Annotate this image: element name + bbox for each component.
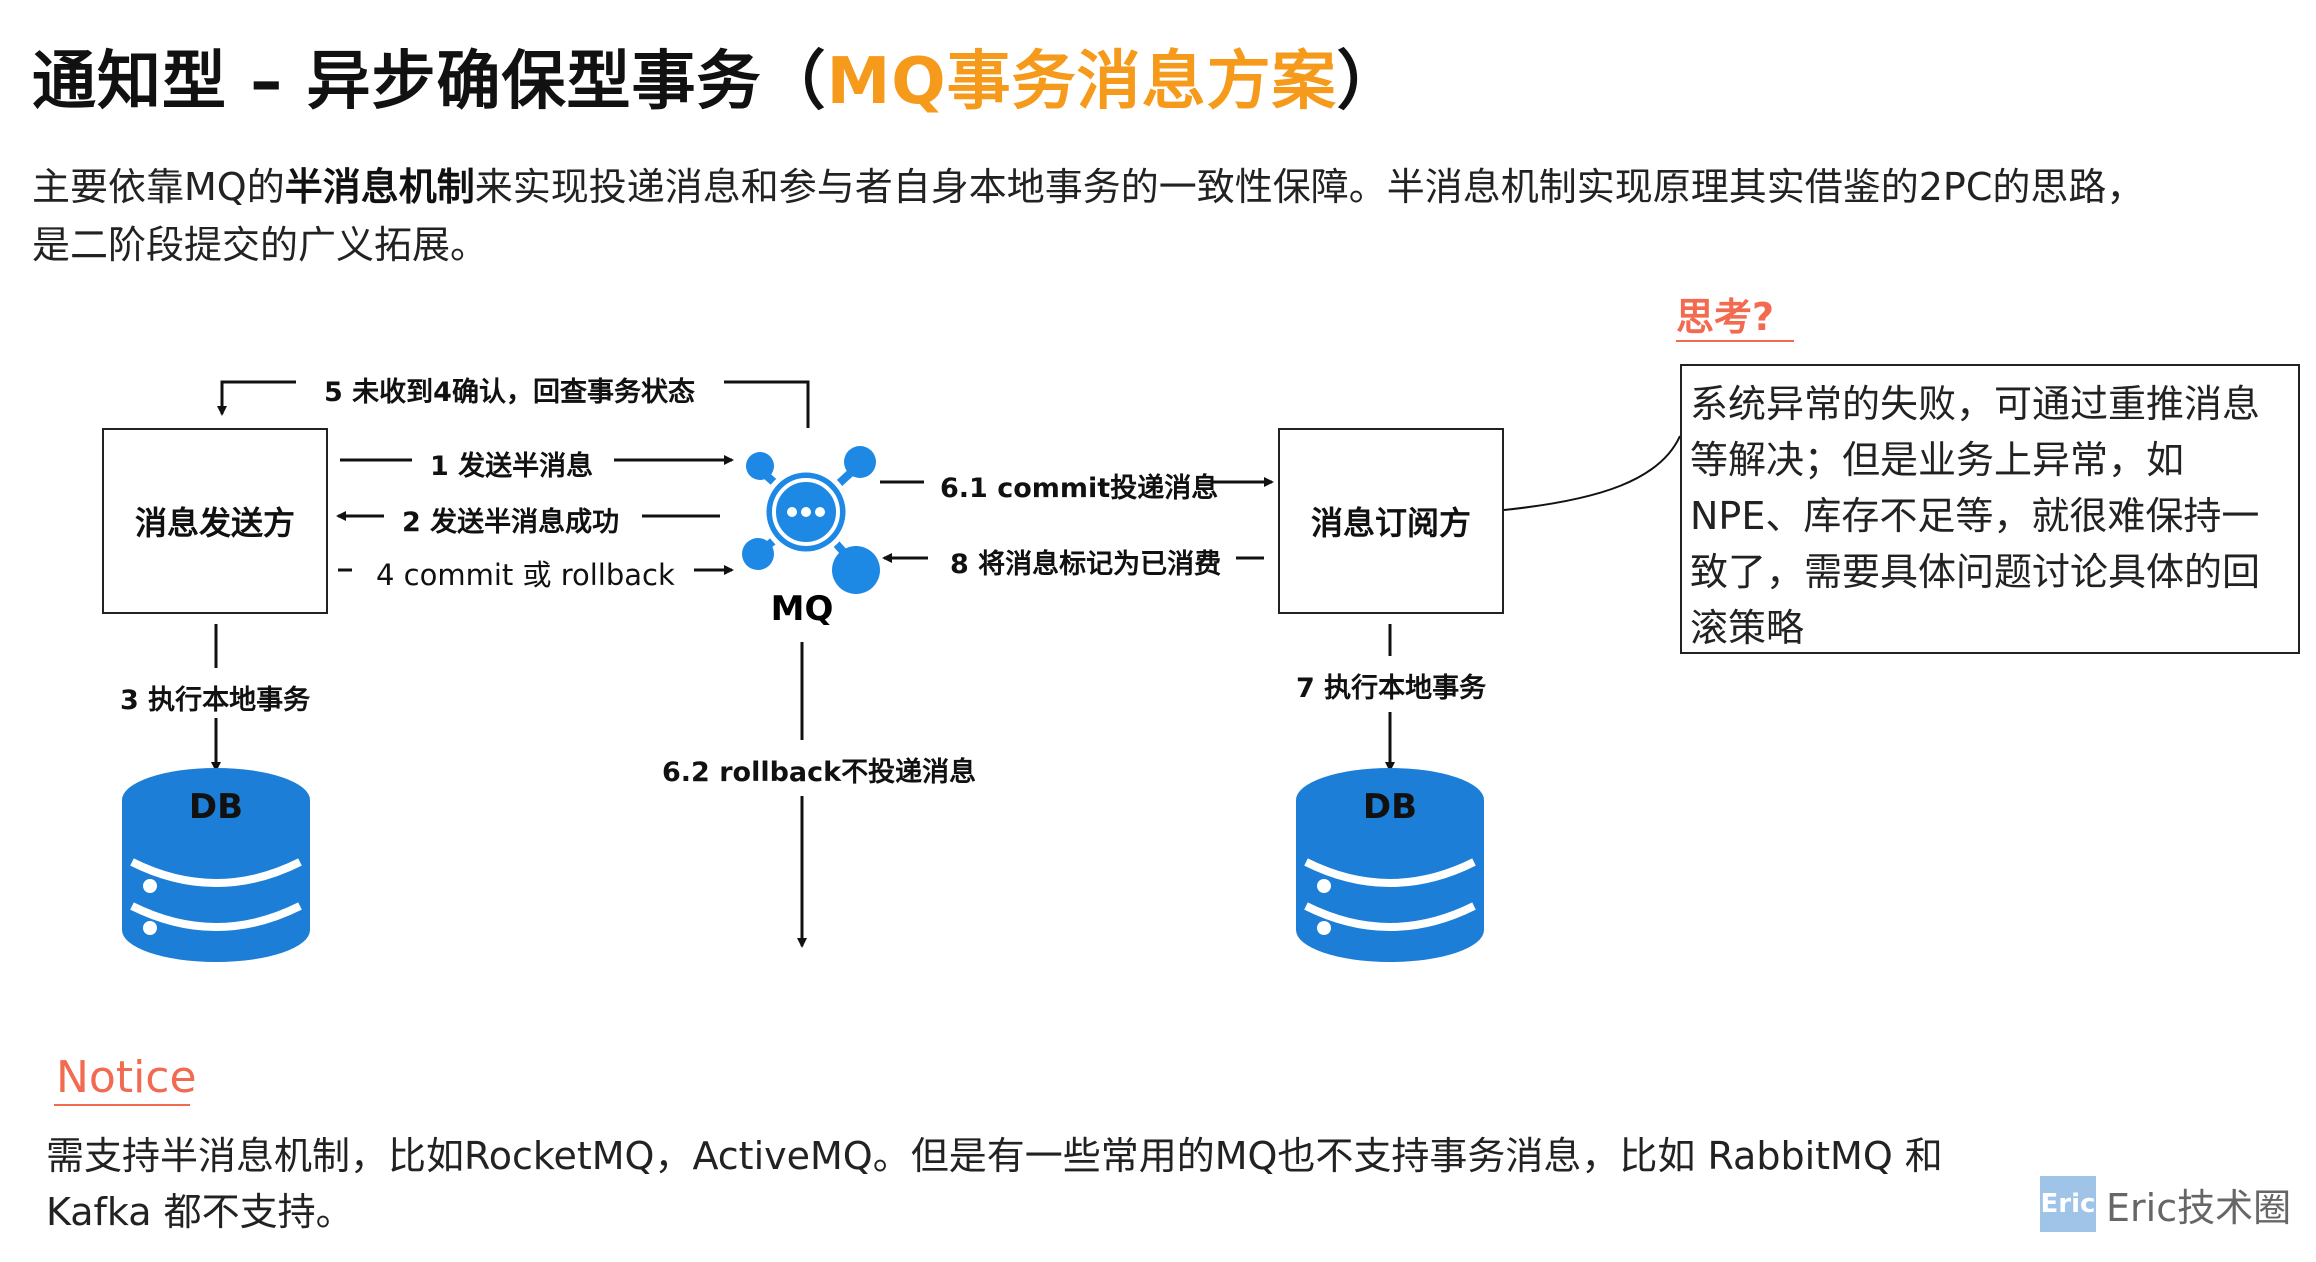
think-line: 系统异常的失败，可通过重推消息 bbox=[1690, 382, 2261, 426]
arrow-step5 bbox=[724, 380, 810, 428]
step7-label: 7 执行本地事务 bbox=[1296, 673, 1487, 704]
subscriber-box: 消息订阅方 bbox=[1278, 428, 1504, 614]
title-tail: ） bbox=[1336, 45, 1402, 119]
database-icon-left bbox=[122, 768, 310, 962]
step1-label: 1 发送半消息 bbox=[430, 451, 594, 482]
notice-title: Notice bbox=[56, 1052, 197, 1103]
intro-part2: 来实现投递消息和参与者自身本地事务的一致性保障。半消息机制实现原理其实借鉴的2P… bbox=[474, 165, 2145, 209]
callout-connector bbox=[1503, 435, 1681, 511]
intro-part1: 主要依靠MQ的 bbox=[32, 165, 285, 209]
notice-text: 需支持半消息机制，比如RocketMQ，ActiveMQ。但是有一些常用的MQ也… bbox=[46, 1128, 2106, 1240]
think-line: NPE、库存不足等，就很难保持一 bbox=[1690, 494, 2260, 538]
arrow-step5-left bbox=[217, 380, 296, 416]
db-left-label: DB bbox=[189, 787, 243, 827]
step4-label: 4 commit 或 rollback bbox=[376, 558, 675, 592]
intro-paragraph: 主要依靠MQ的半消息机制来实现投递消息和参与者自身本地事务的一致性保障。半消息机… bbox=[32, 158, 2272, 274]
database-icon-right bbox=[1296, 768, 1484, 962]
intro-bold: 半消息机制 bbox=[284, 165, 475, 209]
think-line: 等解决；但是业务上异常，如 bbox=[1690, 438, 2185, 482]
step3-label: 3 执行本地事务 bbox=[120, 685, 311, 716]
title-accent: MQ事务消息方案 bbox=[826, 45, 1337, 119]
sender-box: 消息发送方 bbox=[102, 428, 328, 614]
message-hub-icon bbox=[742, 446, 880, 594]
think-title: 思考? bbox=[1676, 295, 1775, 339]
step5-label: 5 未收到4确认，回查事务状态 bbox=[324, 377, 695, 408]
title-main: 通知型 – 异步确保型事务（ bbox=[32, 45, 827, 119]
notice-line: 需支持半消息机制，比如RocketMQ，ActiveMQ。但是有一些常用的MQ也… bbox=[46, 1134, 1943, 1178]
think-underline bbox=[1676, 340, 1794, 342]
step2-label: 2 发送半消息成功 bbox=[402, 507, 620, 538]
think-line: 致了，需要具体问题讨论具体的回 bbox=[1690, 550, 2261, 594]
think-box: 系统异常的失败，可通过重推消息 等解决；但是业务上异常，如 NPE、库存不足等，… bbox=[1680, 364, 2300, 654]
intro-line2: 是二阶段提交的广义拓展。 bbox=[32, 223, 489, 267]
step61-label: 6.1 commit投递消息 bbox=[940, 473, 1219, 504]
watermark-text: Eric技术圈 bbox=[2106, 1185, 2292, 1230]
page-title: 通知型 – 异步确保型事务（MQ事务消息方案） bbox=[32, 38, 1402, 126]
notice-line: Kafka 都不支持。 bbox=[46, 1190, 354, 1234]
step8-label: 8 将消息标记为已消费 bbox=[950, 549, 1222, 580]
think-line: 滚策略 bbox=[1690, 606, 1805, 650]
notice-underline bbox=[54, 1104, 190, 1106]
mq-label: MQ bbox=[771, 589, 834, 629]
step62-label: 6.2 rollback不投递消息 bbox=[662, 757, 977, 788]
watermark-badge: Eric bbox=[2040, 1176, 2096, 1232]
db-right-label: DB bbox=[1363, 787, 1417, 827]
watermark: Eric Eric技术圈 bbox=[2040, 1172, 2292, 1236]
